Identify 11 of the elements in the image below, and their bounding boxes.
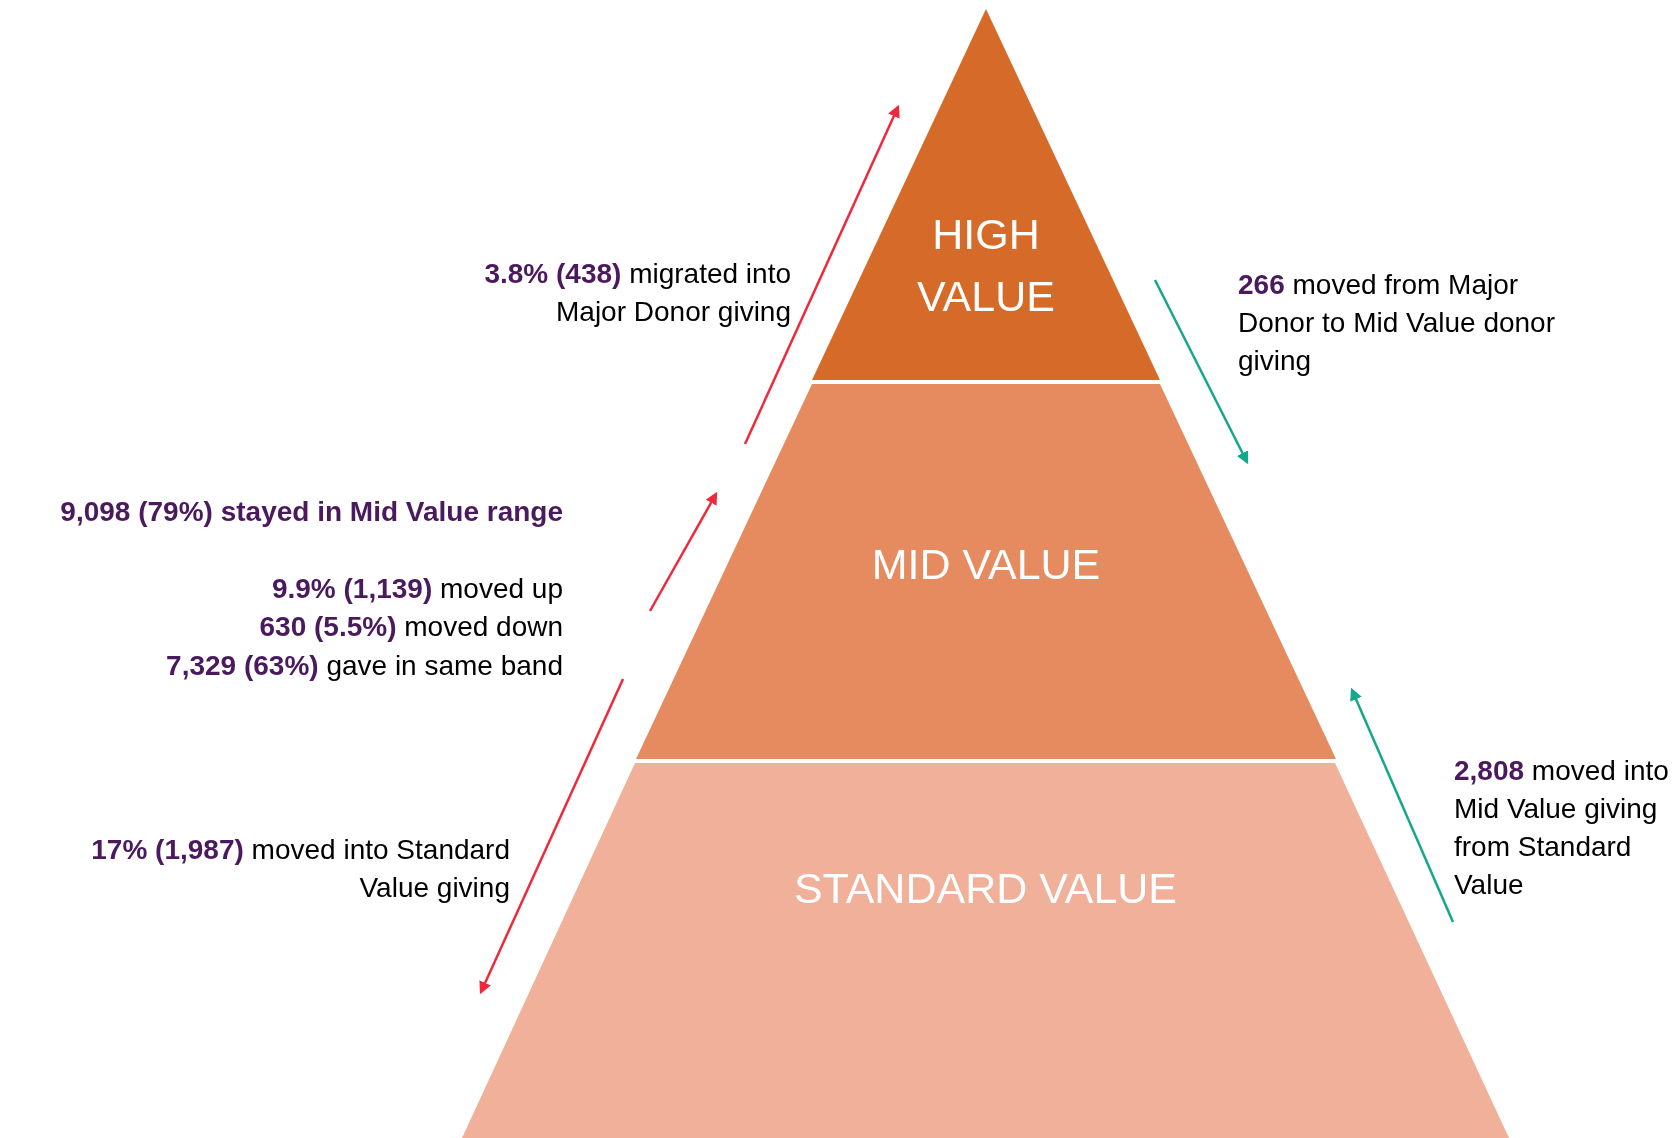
annotation-text: 266 moved from Major Donor to Mid Value donor giving xyxy=(1238,268,1556,378)
annotation-text: 17% (1,987) moved into Standard Value giving xyxy=(90,833,510,905)
annotation-text: 3.8% (438) migrated into Major Donor giving xyxy=(483,257,791,329)
tier-label: STANDARD VALUE xyxy=(792,863,1179,914)
annotation-text: 7,329 (63%) gave in same band xyxy=(166,649,563,683)
annotation-text: 9,098 (79%) stayed in Mid Value range xyxy=(60,495,563,529)
annotation-text: 9.9% (1,139) moved up xyxy=(271,572,563,606)
annotation-text: 630 (5.5%) moved down xyxy=(259,610,563,644)
tier-label: HIGH VALUE xyxy=(916,209,1056,322)
annotation-text: 2,808 moved into Mid Value giving from Standard Value xyxy=(1454,754,1670,902)
tier-label: MID VALUE xyxy=(870,539,1102,590)
